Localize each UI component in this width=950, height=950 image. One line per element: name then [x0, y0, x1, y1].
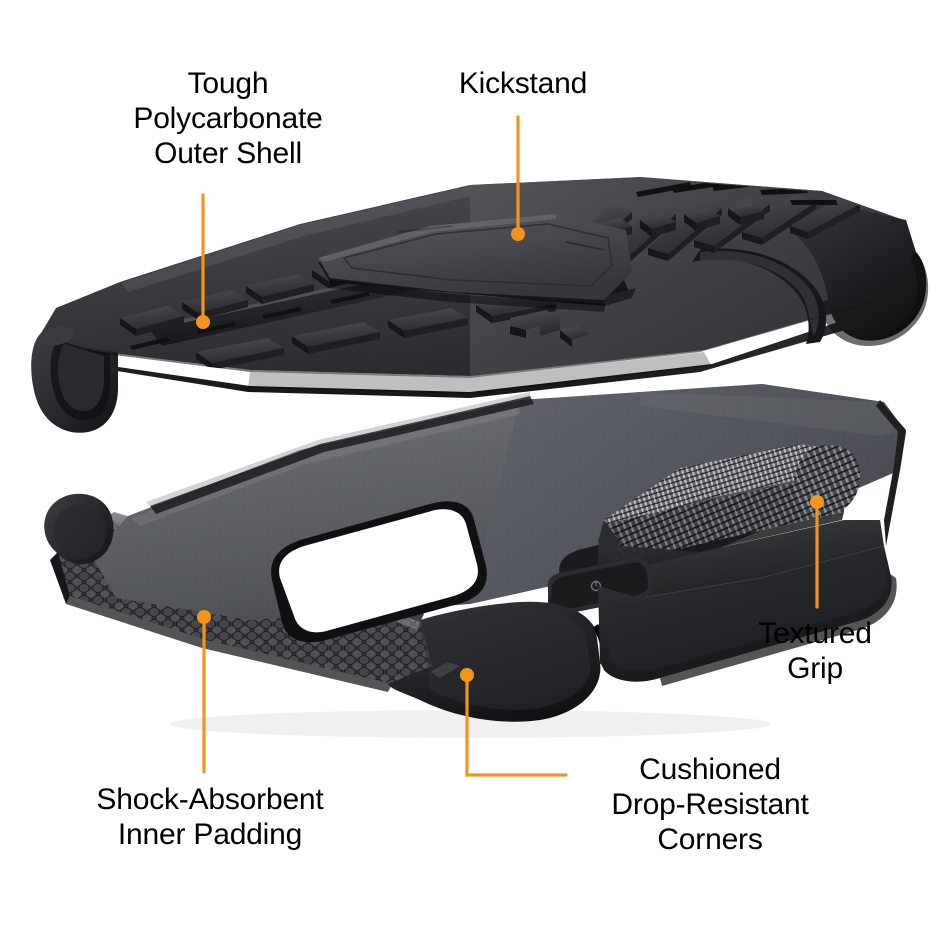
shell-right-corner — [692, 196, 929, 347]
callout-line: Shock-Absorbent — [96, 783, 324, 816]
callout-label-inner-padding: Shock-Absorbent Inner Padding — [30, 782, 390, 852]
anchor-dot-outer-shell — [196, 315, 210, 329]
callout-line: Kickstand — [458, 67, 588, 100]
textured-grip-strip — [598, 444, 861, 574]
callout-line: Corners — [657, 823, 763, 856]
anchor-dot-kickstand — [511, 227, 525, 241]
anchor-dot-corner-bumper — [460, 668, 474, 682]
leader-corner-bumper — [465, 673, 568, 777]
callout-line: Polycarbonate — [133, 102, 323, 135]
callout-label-corner-bumper: Cushioned Drop-Resistant Corners — [540, 752, 880, 857]
callout-anchor-dots — [196, 227, 824, 682]
callout-line: Cushioned — [639, 753, 781, 786]
callout-label-kickstand: Kickstand — [398, 66, 648, 101]
callout-line: Textured — [758, 617, 872, 650]
anchor-dot-inner-padding — [197, 610, 211, 624]
callout-label-outer-shell: Tough Polycarbonate Outer Shell — [18, 66, 438, 171]
callout-line: Grip — [787, 652, 843, 685]
kickstand-part — [318, 214, 636, 312]
corner-bumper-bottom — [388, 601, 609, 722]
camera-cutout — [271, 501, 487, 643]
callout-line: Outer Shell — [154, 137, 302, 170]
inner-case-part — [44, 384, 906, 738]
callout-leaders — [201, 115, 819, 777]
shell-left-lip — [31, 326, 119, 433]
anchor-dot-textured-grip — [810, 495, 824, 509]
callout-line: Inner Padding — [117, 818, 303, 851]
outer-shell-part — [31, 177, 929, 433]
callout-label-textured-grip: Textured Grip — [690, 616, 940, 686]
callout-line: Drop-Resistant — [611, 788, 809, 821]
callout-line: Tough — [187, 67, 269, 100]
corner-bumper-left — [44, 493, 114, 604]
